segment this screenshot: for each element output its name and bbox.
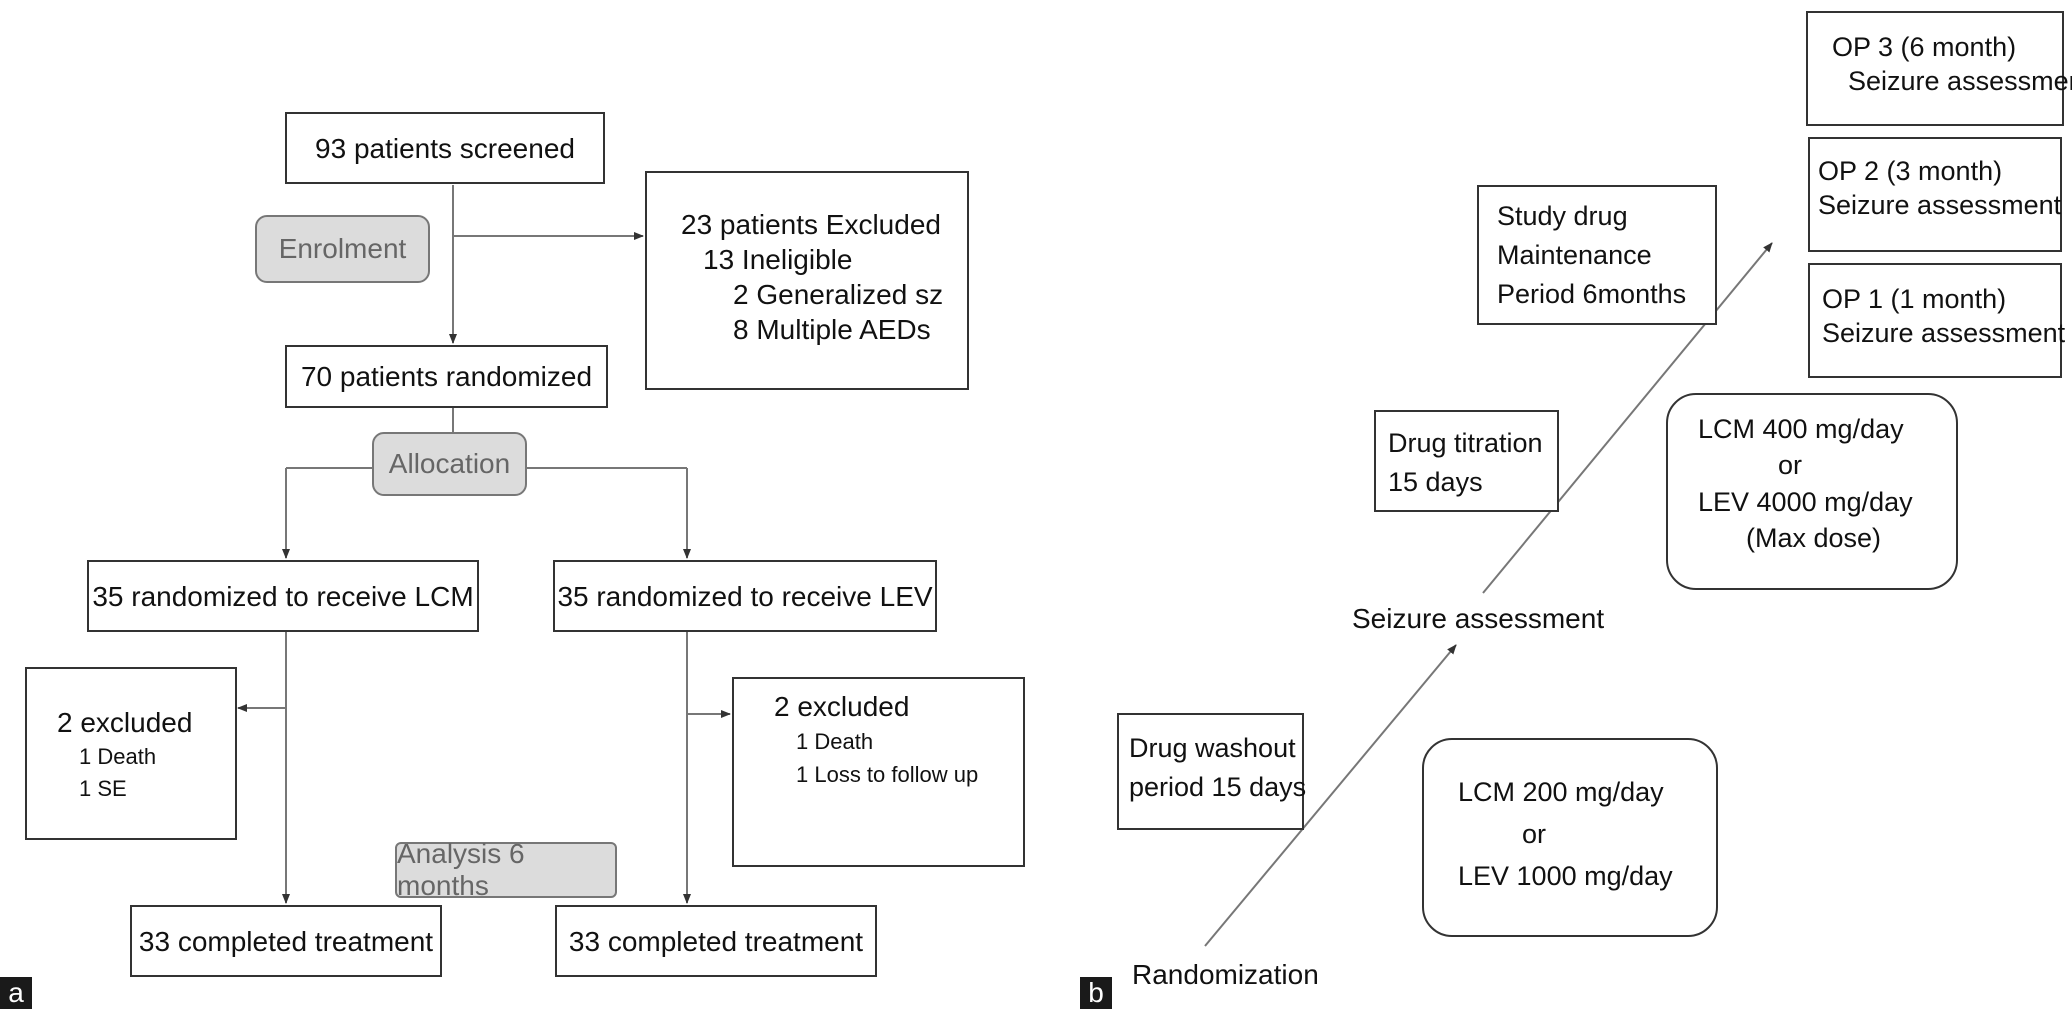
max-dose-note: (Max dose) — [1746, 523, 1882, 554]
maintenance-box: Study drug Maintenance Period 6months — [1477, 185, 1717, 325]
lev-excluded-loss: 1 Loss to follow up — [796, 762, 979, 788]
randomization-label: Randomization — [1132, 959, 1319, 990]
excluded-box: 23 patients Excluded 13 Ineligible 2 Gen… — [645, 171, 969, 390]
lcm-excluded-title: 2 excluded — [57, 707, 193, 738]
start-dose-lcm: LCM 200 mg/day — [1458, 777, 1664, 807]
titration-line2: 15 days — [1388, 467, 1483, 498]
screened-text: 93 patients screened — [315, 132, 575, 164]
enrolment-text: Enrolment — [278, 233, 407, 264]
lcm-completed-text: 33 completed treatment — [138, 925, 434, 957]
start-dose-lev: LEV 1000 mg/day — [1458, 860, 1673, 891]
lev-completed-box: 33 completed treatment — [555, 905, 877, 977]
op2-assessment: Seizure assessment — [1818, 189, 2062, 220]
randomized-box: 70 patients randomized — [285, 345, 608, 408]
washout-line1: Drug washout — [1129, 733, 1296, 763]
max-dose-lev: LEV 4000 mg/day — [1698, 486, 1913, 517]
screened-box: 93 patients screened — [285, 112, 605, 184]
maintenance-line2: Maintenance — [1497, 240, 1652, 271]
maintenance-line3: Period 6months — [1497, 279, 1687, 310]
maintenance-line1: Study drug — [1497, 201, 1628, 231]
lcm-excluded-box: 2 excluded 1 Death 1 SE — [25, 667, 237, 840]
lev-arm-text: 35 randomized to receive LEV — [557, 580, 933, 612]
lcm-excluded-death: 1 Death — [79, 744, 157, 770]
panel-a-label: a — [0, 977, 32, 1009]
op2-box: OP 2 (3 month) Seizure assessment — [1808, 137, 2062, 252]
washout-box: Drug washout period 15 days — [1117, 713, 1307, 830]
panel-a-label-text: a — [8, 977, 24, 1008]
lcm-excluded-se: 1 SE — [79, 776, 127, 802]
op1-title: OP 1 (1 month) — [1822, 284, 2007, 314]
analysis-text: Analysis 6 months — [397, 838, 525, 901]
excluded-title: 23 patients Excluded — [681, 209, 941, 240]
titration-line1: Drug titration — [1388, 428, 1543, 458]
excluded-ineligible: 13 Ineligible — [703, 244, 853, 275]
panel-b-label: b — [1080, 977, 1112, 1009]
lev-arm-box: 35 randomized to receive LEV — [553, 560, 937, 632]
op3-assessment: Seizure assessment — [1848, 65, 2072, 96]
start-dose-or: or — [1522, 818, 1547, 849]
max-dose-lcm: LCM 400 mg/day — [1698, 414, 1904, 444]
excluded-multiple-aeds: 8 Multiple AEDs — [733, 314, 931, 345]
lev-excluded-death: 1 Death — [796, 729, 874, 755]
randomized-text: 70 patients randomized — [300, 361, 593, 392]
op1-box: OP 1 (1 month) Seizure assessment — [1808, 263, 2066, 378]
excluded-generalized: 2 Generalized sz — [733, 279, 944, 310]
panel-b-label-text: b — [1088, 977, 1104, 1008]
lcm-arm-box: 35 randomized to receive LCM — [87, 560, 479, 632]
op2-title: OP 2 (3 month) — [1818, 156, 2003, 186]
arrow-seizure-assessment-to-op — [1482, 242, 1773, 594]
lcm-arm-text: 35 randomized to receive LCM — [92, 580, 474, 612]
max-dose-or: or — [1778, 450, 1803, 481]
titration-box: Drug titration 15 days — [1374, 410, 1559, 512]
start-dose-box: LCM 200 mg/day or LEV 1000 mg/day — [1422, 738, 1718, 937]
seizure-assessment-label: Seizure assessment — [1352, 603, 1605, 634]
washout-line2: period 15 days — [1129, 772, 1307, 803]
op3-title: OP 3 (6 month) — [1832, 32, 2017, 62]
op1-assessment: Seizure assessment — [1822, 317, 2066, 348]
op3-box: OP 3 (6 month) Seizure assessment — [1806, 11, 2072, 126]
max-dose-box: LCM 400 mg/day or LEV 4000 mg/day (Max d… — [1666, 393, 1958, 590]
lcm-completed-box: 33 completed treatment — [130, 905, 442, 977]
lev-completed-text: 33 completed treatment — [568, 925, 864, 957]
allocation-tag: Allocation — [372, 432, 527, 496]
lev-excluded-title: 2 excluded — [774, 691, 910, 722]
enrolment-tag: Enrolment — [255, 215, 430, 283]
allocation-text: Allocation — [388, 448, 511, 479]
lev-excluded-box: 2 excluded 1 Death 1 Loss to follow up — [732, 677, 1025, 867]
analysis-tag: Analysis 6 months — [395, 838, 617, 901]
arrow-randomization-to-seizure-assessment — [1204, 644, 1457, 947]
